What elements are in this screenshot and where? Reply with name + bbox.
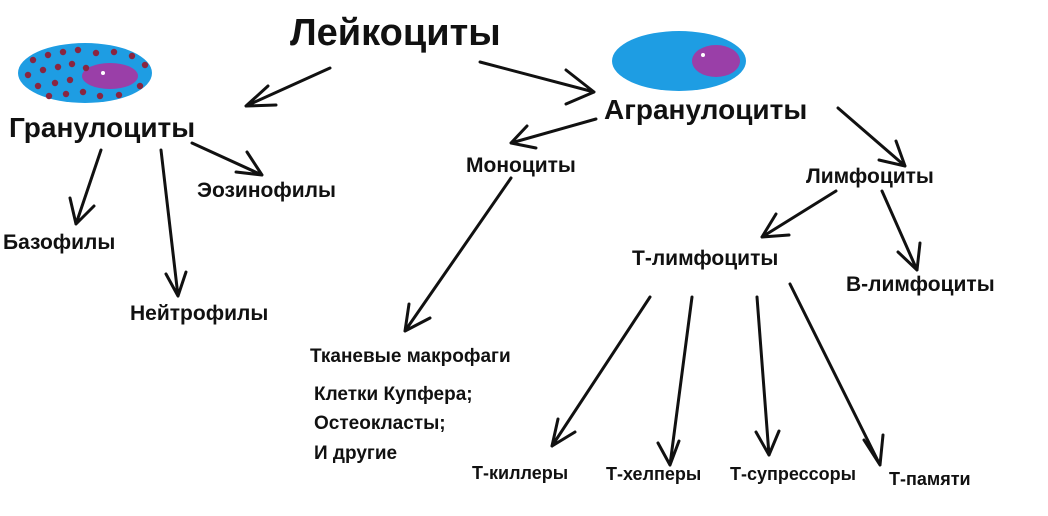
- node-agranulocytes: Агранулоциты: [604, 96, 807, 124]
- arrow-to-eosinophils: [192, 143, 262, 175]
- arrow-root-to-agranulocytes: [480, 62, 594, 104]
- node-t-killers: Т-киллеры: [472, 464, 568, 482]
- arrow-to-neutrophils: [161, 150, 186, 296]
- macrophage-example-osteoclasts: Остеокласты;: [314, 414, 446, 433]
- node-t-lymphocytes: Т-лимфоциты: [632, 248, 778, 269]
- arrow-to-macrophages: [405, 178, 511, 331]
- arrow-to-t-killers: [552, 297, 650, 446]
- node-eosinophils: Эозинофилы: [197, 180, 336, 201]
- node-t-helpers: Т-хелперы: [606, 465, 701, 483]
- arrow-root-to-granulocytes: [246, 68, 330, 106]
- macrophage-example-kupffer: Клетки Купфера;: [314, 385, 473, 404]
- node-b-lymphocytes: В-лимфоциты: [846, 274, 995, 295]
- arrow-to-t-helpers: [658, 297, 692, 465]
- arrow-to-t-memory: [790, 284, 883, 465]
- node-monocytes: Моноциты: [466, 155, 576, 176]
- node-granulocytes: Гранулоциты: [9, 114, 195, 142]
- arrow-to-monocytes: [511, 119, 596, 148]
- node-lymphocytes: Лимфоциты: [806, 166, 934, 187]
- node-basophils: Базофилы: [3, 232, 115, 253]
- node-leukocytes: Лейкоциты: [290, 14, 501, 52]
- node-neutrophils: Нейтрофилы: [130, 303, 268, 324]
- arrow-to-b-lymphocytes: [882, 191, 920, 270]
- macrophage-example-others: И другие: [314, 444, 397, 463]
- arrow-to-basophils: [70, 150, 101, 224]
- arrow-to-t-lymphocytes: [762, 191, 836, 237]
- arrow-to-t-suppressors: [756, 297, 779, 455]
- node-t-memory: Т-памяти: [889, 470, 971, 488]
- node-t-suppressors: Т-супрессоры: [730, 465, 856, 483]
- arrow-to-lymphocytes: [838, 108, 905, 166]
- granulocyte-cell-illustration: [18, 43, 152, 103]
- node-tissue-macrophages: Тканевые макрофаги: [310, 347, 511, 366]
- agranulocyte-cell-illustration: [612, 31, 746, 91]
